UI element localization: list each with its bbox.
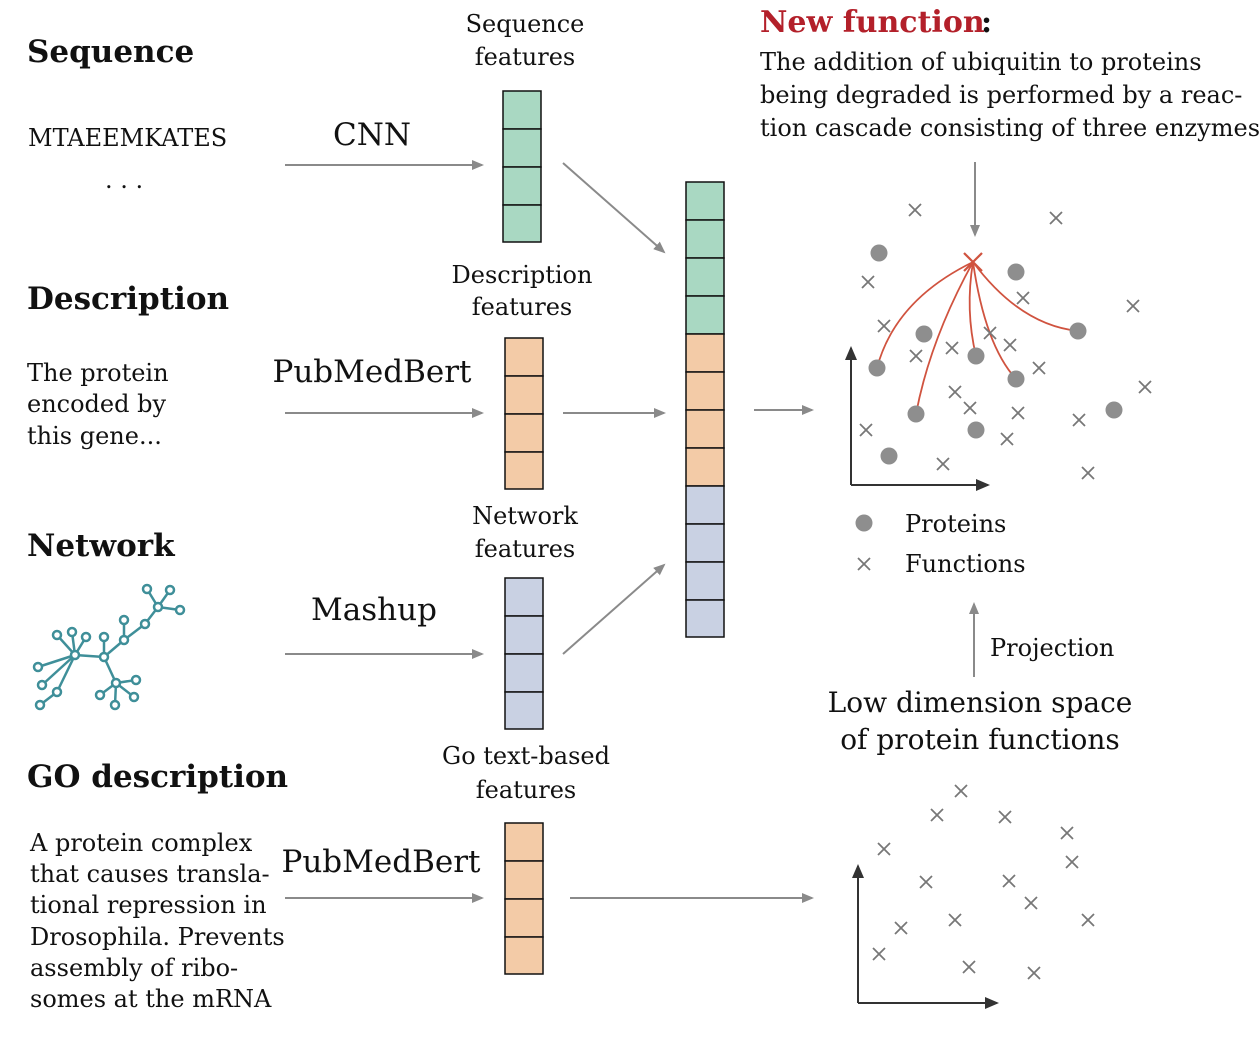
- description-line-1: The protein: [27, 359, 169, 387]
- description-line-2: encoded by: [27, 390, 166, 418]
- function-cross: [1060, 826, 1074, 840]
- function-cross: [919, 875, 933, 889]
- go-features-label-2: features: [476, 776, 577, 804]
- new-function-line-3: tion cascade consisting of three enzymes: [760, 114, 1260, 142]
- function-cross: [877, 842, 891, 856]
- description-features-label-2: features: [472, 293, 573, 321]
- new-function-colon: :: [981, 5, 992, 40]
- low-dim-label-2: of protein functions: [840, 723, 1120, 756]
- function-cross: [909, 349, 923, 363]
- new-function-line-1: The addition of ubiquitin to proteins: [760, 48, 1202, 76]
- function-cross: [1081, 466, 1095, 480]
- model-mashup: Mashup: [311, 592, 437, 628]
- function-cross: [983, 326, 997, 340]
- function-cross: [1065, 855, 1079, 869]
- function-cross: [872, 947, 886, 961]
- go-title: GO description: [27, 759, 288, 795]
- arrow-seq-to-concat: [562, 162, 666, 254]
- model-pubmedbert-go: PubMedBert: [281, 844, 481, 880]
- sequence-features-label-1: Sequence: [466, 10, 585, 38]
- low-dim-label-1: Low dimension space: [828, 686, 1133, 719]
- function-cross: [1000, 432, 1014, 446]
- new-function-line-2: being degraded is performed by a reac-: [760, 81, 1242, 109]
- go-feature-vector: [504, 822, 544, 975]
- go-line-5: assembly of ribo-: [30, 954, 238, 982]
- go-line-1: A protein complex: [29, 829, 253, 857]
- function-cross: [936, 457, 950, 471]
- sequence-text: MTAEEMKATES: [28, 124, 227, 152]
- concatenated-feature-vector: [685, 181, 725, 638]
- legend-functions-label: Functions: [905, 550, 1026, 578]
- legend-function-icon: [857, 557, 871, 571]
- description-feature-vector: [504, 337, 544, 490]
- function-cross: [1024, 896, 1038, 910]
- function-cross: [1003, 338, 1017, 352]
- new-function-point: [963, 252, 983, 272]
- network-graph-icon: [32, 583, 186, 711]
- network-title: Network: [27, 528, 176, 564]
- function-cross: [954, 784, 968, 798]
- sequence-title: Sequence: [27, 34, 194, 70]
- legend-protein-icon: [855, 514, 873, 532]
- go-features-label-1: Go text-based: [442, 742, 610, 770]
- go-line-4: Drosophila. Prevents: [30, 923, 285, 951]
- lower-function-points: [872, 784, 1095, 980]
- legend-proteins-label: Proteins: [905, 510, 1006, 538]
- go-line-6: somes at the mRNA: [30, 985, 272, 1013]
- upper-function-points: [859, 203, 1152, 480]
- network-features-label-1: Network: [472, 502, 578, 530]
- projection-label: Projection: [990, 634, 1114, 662]
- network-features-label-2: features: [475, 535, 576, 563]
- network-feature-vector: [504, 577, 544, 730]
- function-cross: [1032, 361, 1046, 375]
- function-cross: [945, 341, 959, 355]
- model-pubmedbert-description: PubMedBert: [272, 354, 472, 390]
- sequence-feature-vector: [502, 90, 542, 243]
- function-cross: [1027, 966, 1041, 980]
- function-cross: [1072, 413, 1086, 427]
- description-features-label-1: Description: [452, 261, 593, 289]
- function-cross: [1049, 211, 1063, 225]
- arrow-net-to-concat: [562, 563, 666, 655]
- function-cross: [1002, 874, 1016, 888]
- function-cross: [1081, 913, 1095, 927]
- function-cross: [948, 385, 962, 399]
- function-cross: [908, 203, 922, 217]
- go-line-2: that causes transla-: [30, 860, 270, 888]
- description-line-3: this gene...: [27, 422, 162, 450]
- upper-protein-points: [868, 244, 1123, 465]
- go-line-3: tional repression in: [30, 891, 267, 919]
- new-function-links: [876, 261, 1079, 415]
- sequence-ellipsis: . . .: [105, 166, 143, 194]
- function-cross: [1138, 380, 1152, 394]
- function-cross: [877, 319, 891, 333]
- sequence-features-label-2: features: [475, 43, 576, 71]
- function-cross: [859, 423, 873, 437]
- function-cross: [948, 913, 962, 927]
- function-cross: [963, 401, 977, 415]
- function-cross: [894, 921, 908, 935]
- function-cross: [1016, 291, 1030, 305]
- new-function-title: New function: [760, 5, 985, 40]
- function-cross: [1126, 299, 1140, 313]
- function-cross: [962, 960, 976, 974]
- function-cross: [998, 810, 1012, 824]
- function-cross: [861, 275, 875, 289]
- description-title: Description: [27, 281, 229, 317]
- function-cross: [930, 808, 944, 822]
- model-cnn: CNN: [333, 117, 411, 153]
- function-cross: [1011, 406, 1025, 420]
